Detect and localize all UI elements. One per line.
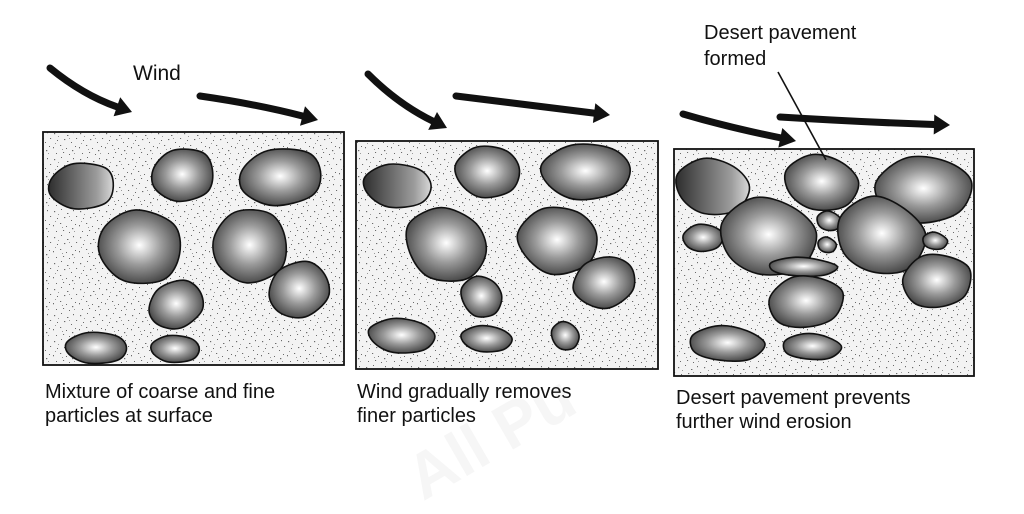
wind-arrow-5: [679, 110, 784, 142]
panel-1: [42, 131, 345, 366]
pebble: [367, 317, 436, 354]
pebble: [454, 145, 521, 199]
wind-arrowhead-3: [428, 112, 447, 130]
pebble: [539, 143, 631, 201]
wind-arrows-layer: [46, 64, 950, 148]
pebble: [150, 148, 214, 203]
diagram-canvas: [42, 64, 975, 377]
pebble: [816, 210, 843, 232]
pebble: [362, 163, 432, 209]
pebble: [97, 209, 182, 285]
pebble: [238, 148, 322, 207]
wind-arrowhead-4: [592, 103, 610, 123]
panels-layer: [42, 131, 975, 377]
panel-3: [673, 148, 975, 377]
pebble: [689, 324, 766, 362]
pebble: [405, 206, 488, 282]
wind-arrowhead-2: [300, 106, 318, 126]
desert-pavement-diagram: Wind Desert pavement formed Mixture of c…: [42, 22, 975, 433]
wind-arrowhead-6: [933, 114, 950, 135]
wind-arrowhead-1: [113, 97, 132, 117]
wind-arrow-4: [452, 92, 598, 117]
caption-stage-1: Mixture of coarse and fine particles at …: [45, 381, 276, 427]
pebble: [268, 260, 331, 319]
pebble: [47, 162, 115, 210]
pebble: [768, 256, 839, 278]
wind-arrow-2: [196, 92, 306, 120]
pebble: [460, 324, 513, 353]
wind-arrow-6: [776, 113, 938, 128]
pebble: [150, 334, 201, 364]
caption-stage-2: Wind gradually removes finer particles: [357, 381, 572, 427]
pavement-formed-label: Desert pavement formed: [704, 22, 857, 70]
pebble: [768, 275, 845, 329]
pebble: [460, 275, 503, 318]
pebble: [212, 209, 288, 284]
panel-2: [355, 140, 659, 370]
wind-arrowhead-5: [778, 128, 796, 148]
pebble: [148, 279, 205, 330]
wind-label: Wind: [133, 62, 181, 85]
pavement-pointer-line: [777, 71, 827, 161]
pebble: [922, 231, 949, 251]
wind-arrow-3: [364, 70, 437, 125]
pebble: [783, 153, 860, 212]
pebble: [64, 331, 128, 365]
wind-arrow-1: [46, 64, 121, 111]
pebble: [782, 332, 843, 361]
caption-stage-3: Desert pavement prevents further wind er…: [676, 387, 911, 433]
pebble: [682, 223, 725, 253]
pebble: [901, 253, 972, 309]
pebble: [550, 320, 580, 351]
pebble: [572, 256, 636, 310]
pebble: [817, 236, 838, 254]
